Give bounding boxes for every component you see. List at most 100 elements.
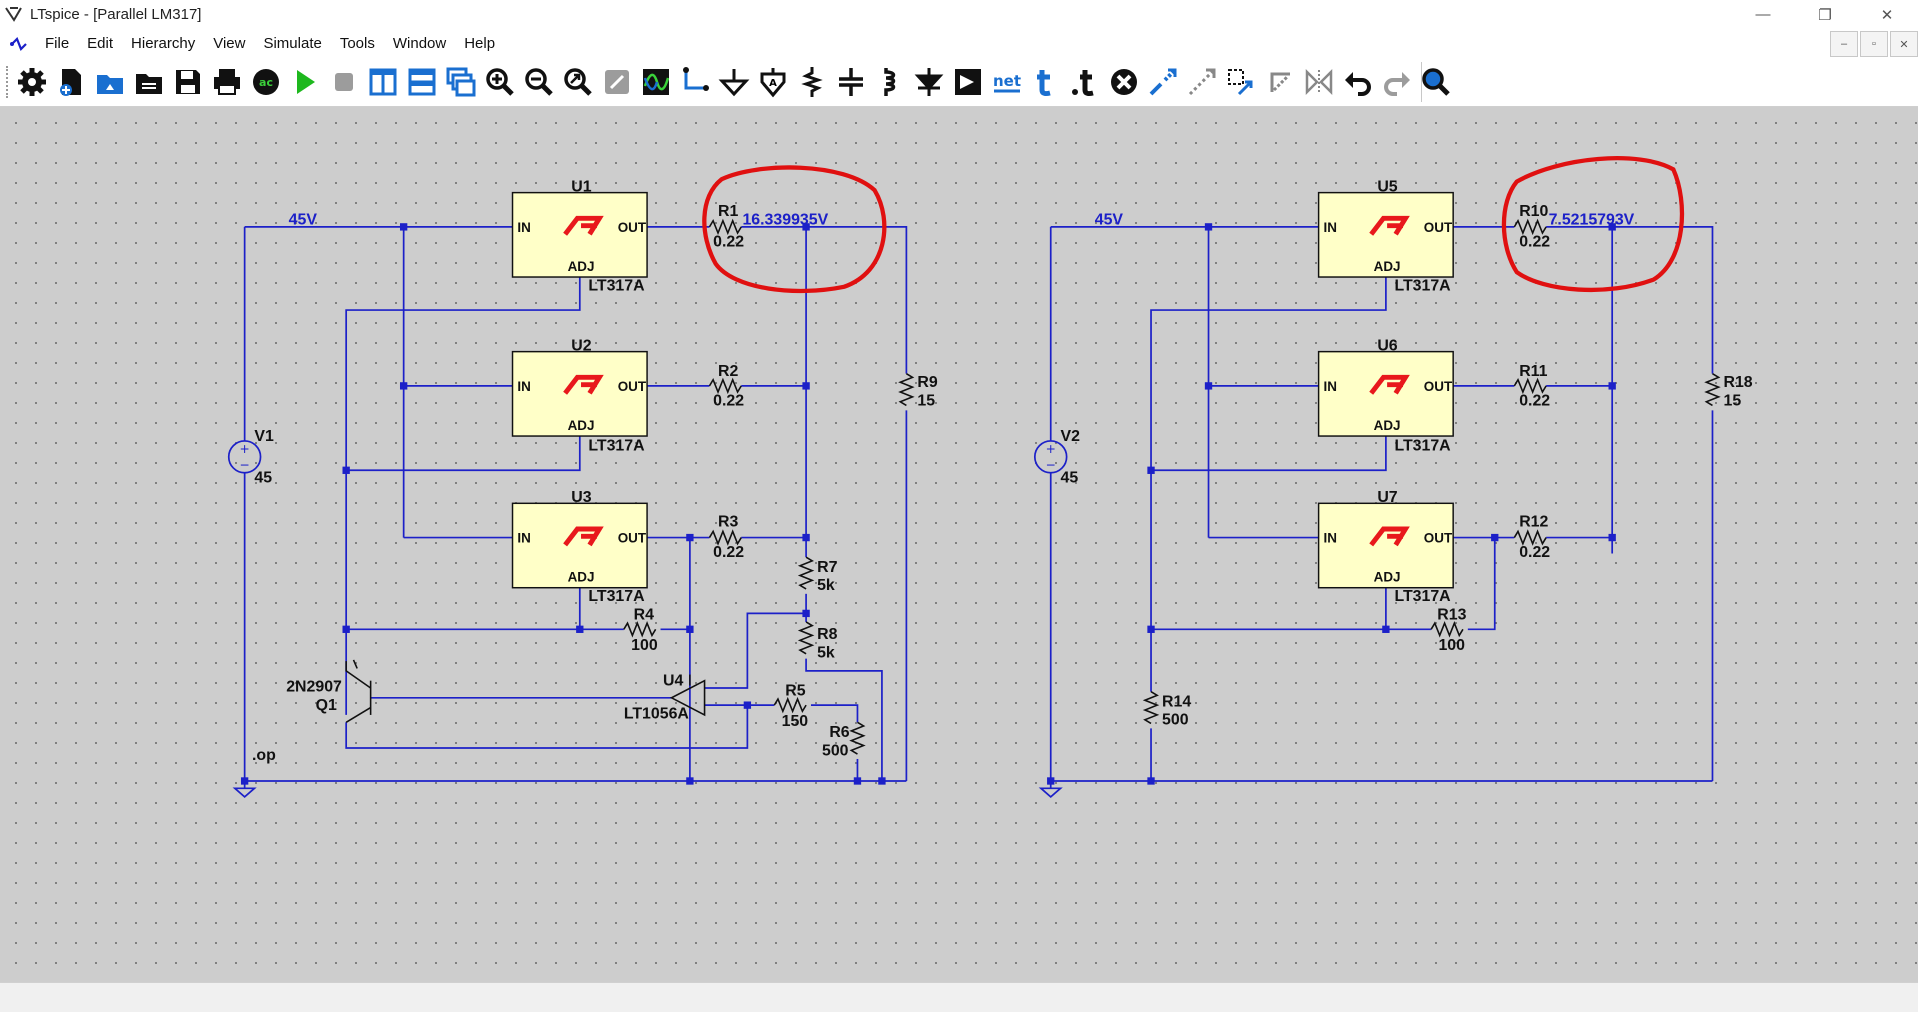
redo-icon[interactable]	[1379, 64, 1415, 100]
zoom-back-icon[interactable]	[599, 64, 635, 100]
resistor-r5	[773, 696, 807, 714]
menu-file[interactable]: File	[45, 35, 70, 52]
settings-icon[interactable]	[14, 64, 50, 100]
regulator-u6[interactable]	[1317, 350, 1454, 437]
schematic-doc-icon[interactable]	[8, 33, 30, 55]
u2-pin-adj: ADJ	[568, 418, 595, 433]
right-wires[interactable]	[1049, 226, 1714, 784]
u7-pin-adj: ADJ	[1374, 570, 1401, 585]
left-net-label-45v[interactable]: 45V	[289, 211, 318, 228]
transistor-q1[interactable]	[345, 659, 372, 723]
r7-name: R7	[817, 559, 837, 576]
r12-value: 0.22	[1519, 544, 1550, 561]
mdi-close-button[interactable]: ✕	[1890, 31, 1918, 57]
find-icon[interactable]	[1418, 64, 1454, 100]
label-net-icon[interactable]: A	[755, 64, 791, 100]
svg-text:+: +	[1046, 442, 1056, 456]
minimize-window-button[interactable]: —	[1755, 6, 1771, 23]
schematic-canvas[interactable]: + − V1 45 45V U1 LT317A U2 LT317A U3 LT3…	[0, 107, 1918, 982]
wire-icon[interactable]	[677, 64, 713, 100]
r6-name: R6	[829, 724, 849, 741]
move-icon[interactable]	[1184, 64, 1220, 100]
resistor-icon[interactable]	[794, 64, 830, 100]
waveform-icon[interactable]	[638, 64, 674, 100]
left-junctions	[240, 223, 886, 785]
regulator-u2[interactable]	[511, 350, 648, 437]
mirror-icon[interactable]	[1301, 64, 1337, 100]
toolbar-grip[interactable]	[6, 66, 12, 98]
regulator-u5[interactable]	[1317, 191, 1454, 278]
regulator-u3[interactable]	[511, 502, 648, 589]
ground-icon	[1038, 783, 1063, 799]
spice-op-directive[interactable]: .op	[252, 747, 276, 764]
menu-window[interactable]: Window	[392, 35, 447, 52]
u1-part: LT317A	[588, 277, 645, 294]
net-label-icon[interactable]: net	[989, 64, 1025, 100]
menu-tools[interactable]: Tools	[339, 35, 375, 52]
diode-icon[interactable]	[911, 64, 947, 100]
close-window-button[interactable]: ✕	[1880, 6, 1894, 24]
voltage-source-v1[interactable]: + −	[227, 440, 262, 474]
inductor-icon[interactable]	[872, 64, 908, 100]
svg-text:A: A	[769, 78, 777, 89]
r12-name: R12	[1519, 514, 1548, 531]
r14-value: 500	[1162, 712, 1189, 729]
ac-analysis-icon[interactable]: ac	[248, 64, 284, 100]
maximize-window-button[interactable]: ❐	[1818, 6, 1832, 24]
u1-name: U1	[571, 178, 591, 195]
right-junctions	[1047, 223, 1616, 785]
menu-hierarchy[interactable]: Hierarchy	[131, 35, 196, 52]
u7-pin-in: IN	[1324, 530, 1337, 545]
voltage-source-v2[interactable]: + −	[1033, 440, 1068, 474]
ground-icon[interactable]	[716, 64, 752, 100]
print-icon[interactable]	[209, 64, 245, 100]
spice-directive-icon[interactable]	[1067, 64, 1103, 100]
menu-simulate[interactable]: Simulate	[263, 35, 322, 52]
mdi-restore-button[interactable]: ▫	[1860, 31, 1888, 57]
resistor-r18	[1704, 372, 1721, 407]
q1-name: Q1	[316, 697, 337, 714]
u4-name: U4	[663, 673, 683, 690]
menu-edit[interactable]: Edit	[87, 35, 114, 52]
new-schematic-icon[interactable]	[53, 64, 89, 100]
halt-icon[interactable]	[326, 64, 362, 100]
u6-pin-adj: ADJ	[1374, 418, 1401, 433]
drag-icon[interactable]	[1223, 64, 1259, 100]
u6-name: U6	[1377, 337, 1397, 354]
right-net-label-45v[interactable]: 45V	[1095, 211, 1124, 228]
cascade-icon[interactable]	[443, 64, 479, 100]
regulator-u7[interactable]	[1317, 502, 1454, 589]
regulator-u1[interactable]	[511, 191, 648, 278]
mdi-minimize-button[interactable]: –	[1830, 31, 1858, 57]
capacitor-icon[interactable]	[833, 64, 869, 100]
save-icon[interactable]	[170, 64, 206, 100]
open-icon[interactable]	[92, 64, 128, 100]
rotate-icon[interactable]	[1262, 64, 1298, 100]
u3-part: LT317A	[588, 588, 645, 605]
open-recent-icon[interactable]	[131, 64, 167, 100]
schematic-drawing[interactable]: + − V1 45 45V U1 LT317A U2 LT317A U3 LT3…	[0, 107, 1918, 982]
run-icon[interactable]	[287, 64, 323, 100]
tile-vertical-icon[interactable]	[365, 64, 401, 100]
r9-value: 15	[917, 392, 935, 409]
menu-help[interactable]: Help	[464, 35, 496, 52]
undo-icon[interactable]	[1340, 64, 1376, 100]
opamp-u4[interactable]	[669, 674, 706, 717]
zoom-out-icon[interactable]	[521, 64, 557, 100]
duplicate-icon[interactable]	[1145, 64, 1181, 100]
resistor-r9	[898, 372, 915, 407]
resistor-r13	[1430, 621, 1464, 638]
left-wires[interactable]	[243, 226, 908, 784]
tile-horizontal-icon[interactable]	[404, 64, 440, 100]
zoom-fit-icon[interactable]	[560, 64, 596, 100]
right-resistors[interactable]	[1142, 218, 1721, 725]
resistor-r1	[708, 218, 742, 236]
zoom-in-icon[interactable]	[482, 64, 518, 100]
v2-value: 45	[1061, 470, 1079, 487]
component-icon[interactable]	[950, 64, 986, 100]
menu-view[interactable]: View	[213, 35, 246, 52]
left-resistors[interactable]	[623, 218, 915, 755]
delete-icon[interactable]	[1106, 64, 1142, 100]
text-icon[interactable]	[1028, 64, 1064, 100]
svg-text:net: net	[993, 72, 1021, 90]
